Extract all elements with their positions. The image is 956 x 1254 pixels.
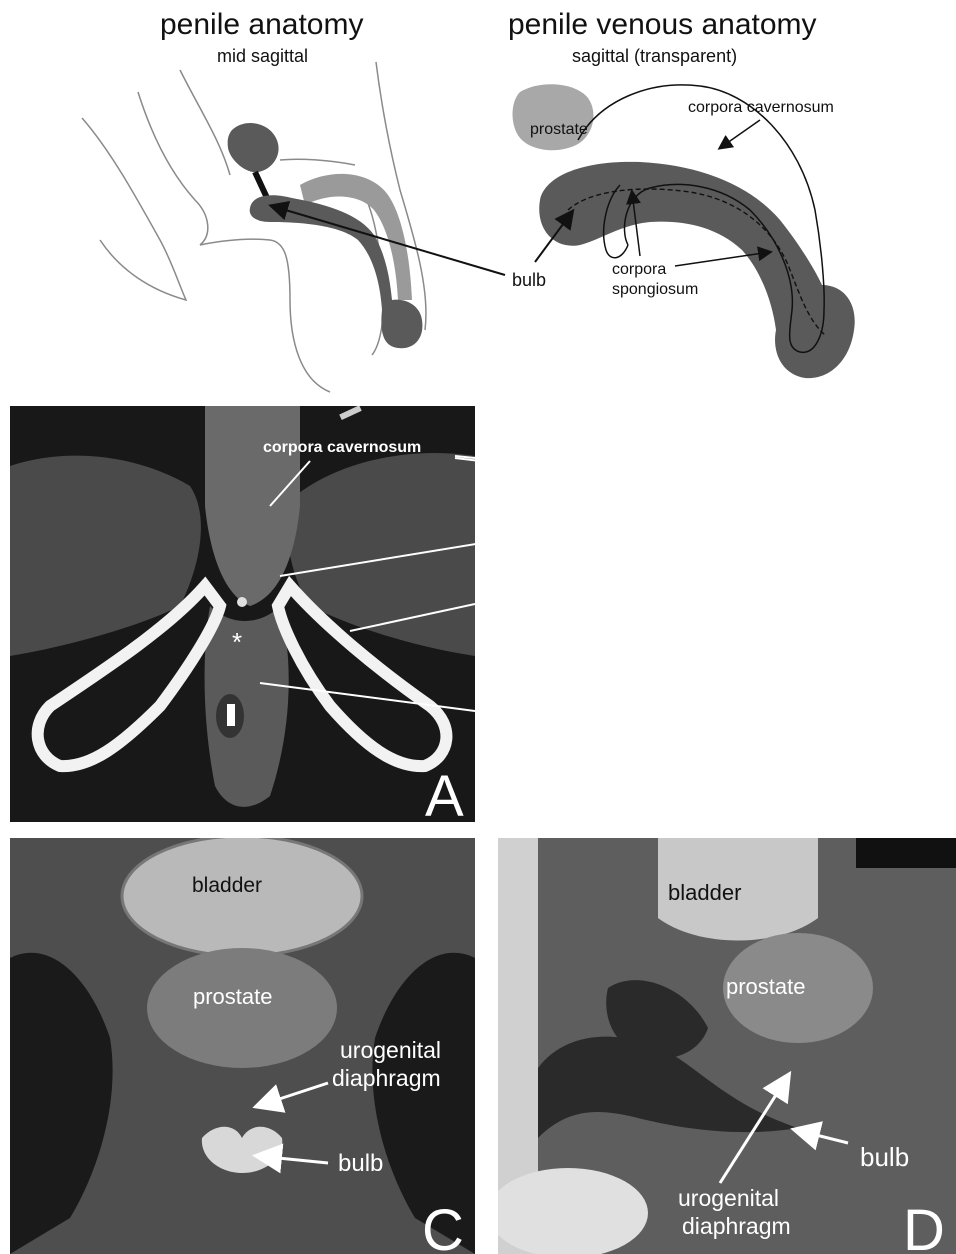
levator-ani-label: levator ani [521, 707, 606, 726]
panel-c-bladder-label: bladder [192, 874, 262, 897]
panel-b-letter: B [906, 764, 945, 822]
right-corpora-spongiosum-shape [539, 162, 854, 378]
panel-d-bladder-label: bladder [668, 880, 741, 905]
panel-c-mri-image: bladder prostate urogenital diaphragm bu… [10, 838, 475, 1254]
right-prostate-shape [513, 84, 594, 150]
panel-d-bulb-label: bulb [860, 1142, 909, 1172]
rectum-label: rectum [686, 736, 743, 755]
panel-d-urogenital-label-2: diaphragm [682, 1213, 791, 1239]
panel-c-urogenital-label-2: diaphragm [332, 1065, 441, 1091]
pubic-arch-label: pubic arch [505, 599, 583, 618]
panel-a-ct-image: corpora cavernosum * A [10, 406, 475, 822]
panel-a-corpora-cavernosum-label: corpora cavernosum [263, 439, 421, 456]
panel-d-mri-image: bladder prostate bulb urogenital diaphra… [498, 838, 956, 1254]
panel-c-urogenital-label-1: urogenital [340, 1037, 441, 1063]
corpora-cavernosum-label: corpora cavernosum [688, 99, 834, 116]
left-prostate-shape [228, 123, 279, 172]
panel-c-bulb-label: bulb [338, 1150, 383, 1177]
top-diagrams: prostate corpora cavernosum bulb corpora… [0, 0, 956, 395]
corpora-spongiosum-label-2: spongiosum [612, 281, 698, 298]
crura-label: crura [532, 523, 575, 542]
panel-a-asterisk: * [232, 627, 242, 657]
corpora-cavernosum-arrow [720, 120, 760, 148]
panel-c-prostate-label: prostate [193, 984, 273, 1009]
right-prostate-label: prostate [530, 121, 588, 138]
panel-c-letter: C [422, 1198, 464, 1254]
bulb-label-top: bulb [512, 270, 546, 290]
left-body-outline [82, 62, 426, 392]
panel-b-asterisk: * [706, 643, 717, 674]
panel-d-letter: D [903, 1198, 945, 1254]
panel-a-letter: A [425, 764, 464, 822]
corpora-spongiosum-label-1: corpora [612, 261, 666, 278]
panel-b-mri-image: * B [498, 406, 956, 822]
panel-d-prostate-label: prostate [726, 974, 806, 999]
panel-d-urogenital-label-1: urogenital [678, 1185, 779, 1211]
